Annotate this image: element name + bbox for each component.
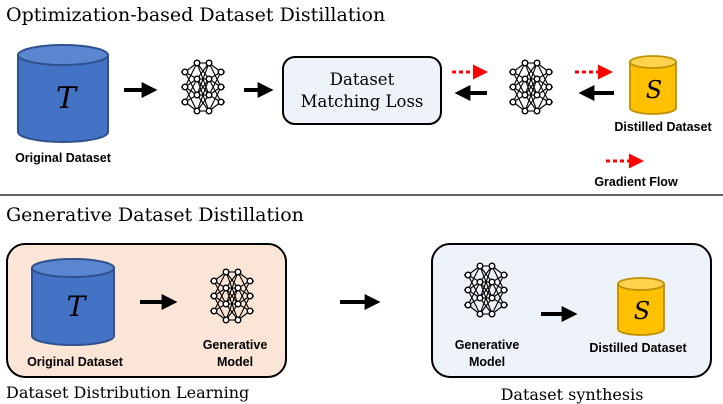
dataset-matching-loss-box	[282, 56, 442, 125]
gradient-flow-legend-label: Gradient Flow	[594, 175, 678, 189]
distribution-learning-caption: Dataset Distribution Learning	[6, 383, 249, 402]
original-dataset-symbol: T	[56, 81, 78, 116]
neural-network-icon	[508, 59, 554, 115]
original-dataset-cylinder-icon	[31, 258, 115, 346]
right-generative-model-line1: Generative	[455, 338, 520, 352]
bottom-section-title: Generative Dataset Distillation	[6, 204, 304, 226]
original-dataset-label: Original Dataset	[15, 151, 112, 165]
left-generative-model-line2: Model	[217, 355, 253, 369]
panel-original-dataset-label: Original Dataset	[27, 355, 124, 369]
left-generative-model-line1: Generative	[203, 338, 268, 352]
distilled-dataset-cylinder-icon	[629, 55, 677, 115]
panel-distilled-dataset-label: Distilled Dataset	[589, 341, 687, 355]
distilled-dataset-symbol: S	[646, 76, 662, 104]
distilled-dataset-label: Distilled Dataset	[614, 120, 712, 134]
dataset-synthesis-caption: Dataset synthesis	[501, 385, 644, 404]
panel-original-dataset-symbol: T	[67, 290, 88, 323]
neural-network-icon	[180, 59, 226, 115]
loss-box-line1: Dataset	[330, 70, 395, 89]
right-generative-model-line2: Model	[469, 355, 505, 369]
original-dataset-cylinder-icon	[17, 44, 109, 143]
top-section-title: Optimization-based Dataset Distillation	[6, 4, 385, 26]
loss-box-line2: Matching Loss	[301, 92, 424, 111]
panel-distilled-dataset-symbol: S	[634, 297, 650, 325]
distilled-dataset-cylinder-icon	[617, 277, 665, 336]
